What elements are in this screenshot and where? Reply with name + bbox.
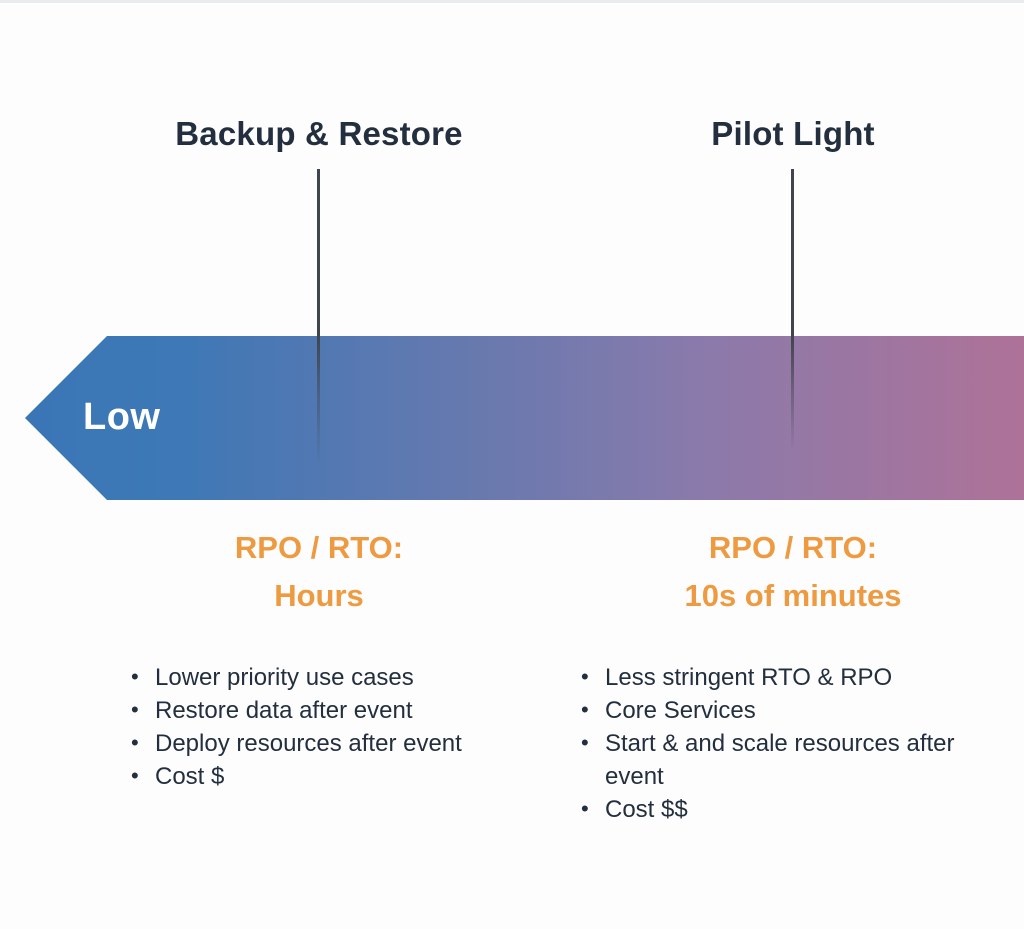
list-item: Less stringent RTO & RPO <box>578 660 1003 694</box>
spectrum-arrow <box>25 336 1024 500</box>
axis-low-label: Low <box>83 396 161 438</box>
pilot-light-bullet-list: Less stringent RTO & RPO Core Services S… <box>578 660 1003 826</box>
backup-restore-title: Backup & Restore <box>175 115 463 152</box>
list-item: Lower priority use cases <box>128 660 558 694</box>
backup-restore-bullet-list: Lower priority use cases Restore data af… <box>128 660 558 793</box>
pilot-light-title: Pilot Light <box>711 115 875 152</box>
backup-restore-connector-line <box>317 169 320 465</box>
pilot-light-connector-line <box>791 169 794 451</box>
rpo-rto-label: RPO / RTO: <box>234 530 404 565</box>
list-item: Restore data after event <box>128 693 558 727</box>
rpo-rto-label: RPO / RTO: <box>708 530 878 565</box>
rpo-rto-value: 10s of minutes <box>684 578 902 613</box>
list-item: Cost $ <box>128 759 558 793</box>
list-item: Core Services <box>578 693 1003 727</box>
pilot-light-rpo-heading: RPO / RTO: 10s of minutes <box>684 524 901 620</box>
backup-restore-rpo-heading: RPO / RTO: Hours <box>235 524 403 620</box>
list-item: Start & and scale resources after event <box>578 726 1003 793</box>
rpo-rto-value: Hours <box>274 578 364 613</box>
list-item: Cost $$ <box>578 792 1003 826</box>
left-arrow-shape <box>25 336 1024 500</box>
list-item: Deploy resources after event <box>128 726 558 760</box>
